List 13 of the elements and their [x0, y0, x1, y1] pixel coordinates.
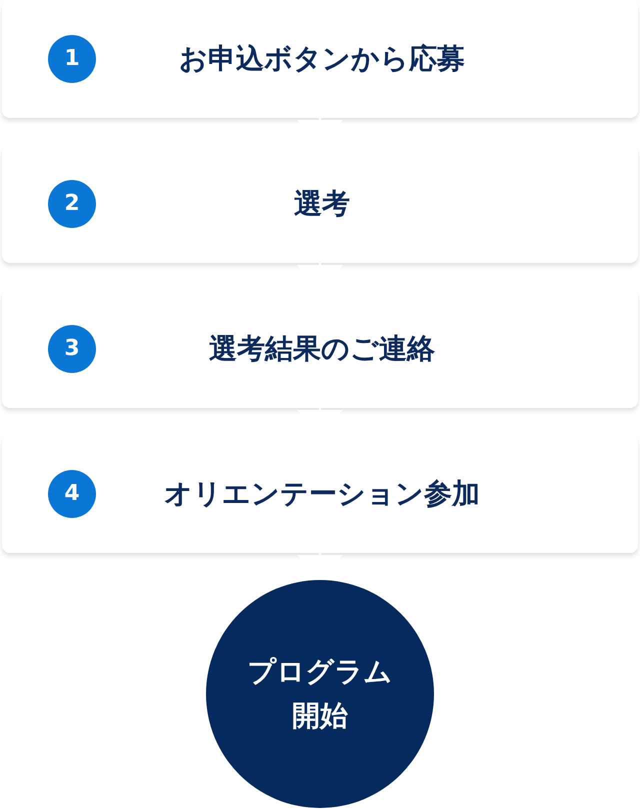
step-number-badge: 1	[48, 35, 96, 83]
goal-label: プログラム開始	[246, 654, 394, 734]
step-card	[2, 145, 638, 263]
step-card	[2, 0, 638, 118]
step-label: オリエンテーション参加	[163, 476, 481, 512]
step-card	[2, 435, 638, 553]
step-label: 選考	[293, 186, 351, 222]
step-number-badge: 4	[48, 470, 96, 518]
step-number-badge: 2	[48, 180, 96, 228]
step-number-badge: 3	[48, 325, 96, 373]
step-card	[2, 290, 638, 408]
step-label: 選考結果のご連絡	[208, 331, 436, 367]
step-label: お申込ボタンから応募	[178, 41, 466, 77]
